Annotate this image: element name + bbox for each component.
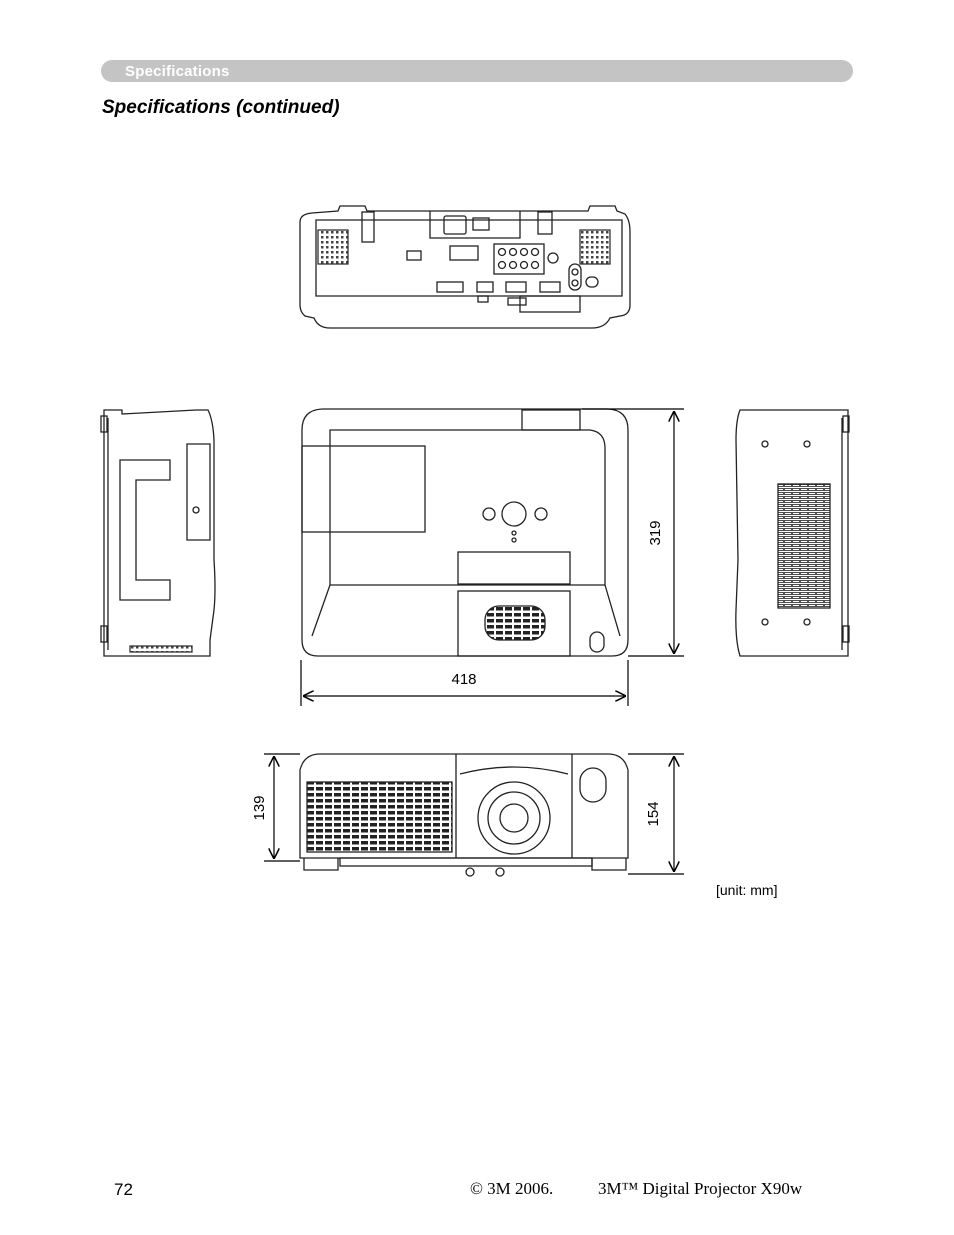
- unit-note: [unit: mm]: [716, 882, 778, 898]
- product-name: 3M™ Digital Projector X90w: [598, 1179, 803, 1198]
- dim-body-height-label: 139: [251, 795, 268, 820]
- dimension-lines: [264, 408, 684, 875]
- section-header-bar: Specifications: [101, 60, 853, 82]
- section-header-label: Specifications: [125, 63, 230, 80]
- front-view-drawing: [299, 753, 629, 877]
- page-title: Specifications (continued): [102, 97, 340, 118]
- right-side-view-drawing: [735, 409, 850, 657]
- dim-depth-label: 319: [647, 520, 664, 545]
- dim-total-height-label: 154: [645, 801, 662, 826]
- top-view-drawing: [301, 408, 629, 657]
- copyright-text: © 3M 2006.: [470, 1179, 554, 1198]
- left-side-view-drawing: [100, 409, 216, 657]
- page-number: 72: [114, 1180, 133, 1199]
- dim-width-label: 418: [451, 671, 476, 688]
- rear-view-drawing: [299, 205, 631, 329]
